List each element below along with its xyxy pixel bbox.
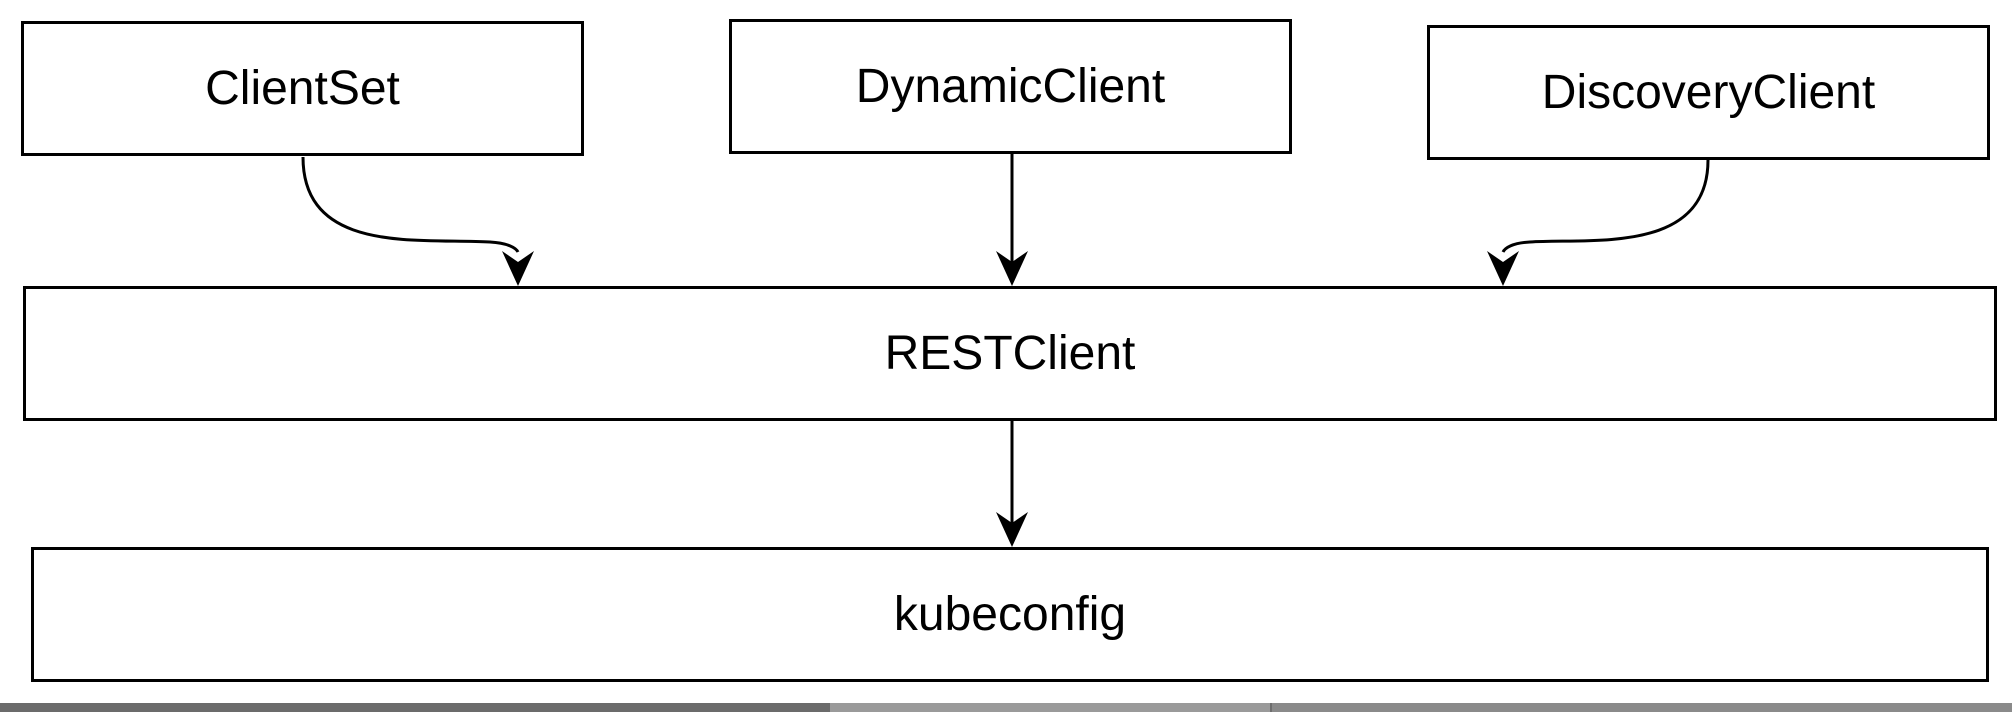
node-kubeconfig-label: kubeconfig xyxy=(893,588,1127,641)
bottom-edge-segment xyxy=(0,703,830,712)
edge-restclient-kubeconfig-arrowhead xyxy=(996,512,1028,547)
node-dynamicclient: DynamicClient xyxy=(729,19,1292,154)
edge-discoveryclient-restclient xyxy=(1501,159,1710,253)
node-restclient: RESTClient xyxy=(23,286,1997,421)
edge-clientset-restclient xyxy=(301,156,520,253)
edge-discoveryclient-restclient-arrowhead xyxy=(1487,251,1519,286)
node-clientset-label: ClientSet xyxy=(205,62,400,115)
node-clientset: ClientSet xyxy=(21,21,584,156)
node-kubeconfig: kubeconfig xyxy=(31,547,1989,682)
edge-clientset-restclient-arrowhead xyxy=(502,251,534,286)
edge-dynamicclient-restclient-arrowhead xyxy=(996,251,1028,286)
bottom-edge-bar xyxy=(0,703,2012,712)
node-restclient-label: RESTClient xyxy=(884,327,1136,380)
node-discoveryclient: DiscoveryClient xyxy=(1427,25,1990,160)
bottom-edge-segment xyxy=(1272,703,2012,712)
bottom-edge-segment xyxy=(830,703,1270,712)
node-discoveryclient-label: DiscoveryClient xyxy=(1541,66,1876,119)
node-dynamicclient-label: DynamicClient xyxy=(855,60,1166,113)
